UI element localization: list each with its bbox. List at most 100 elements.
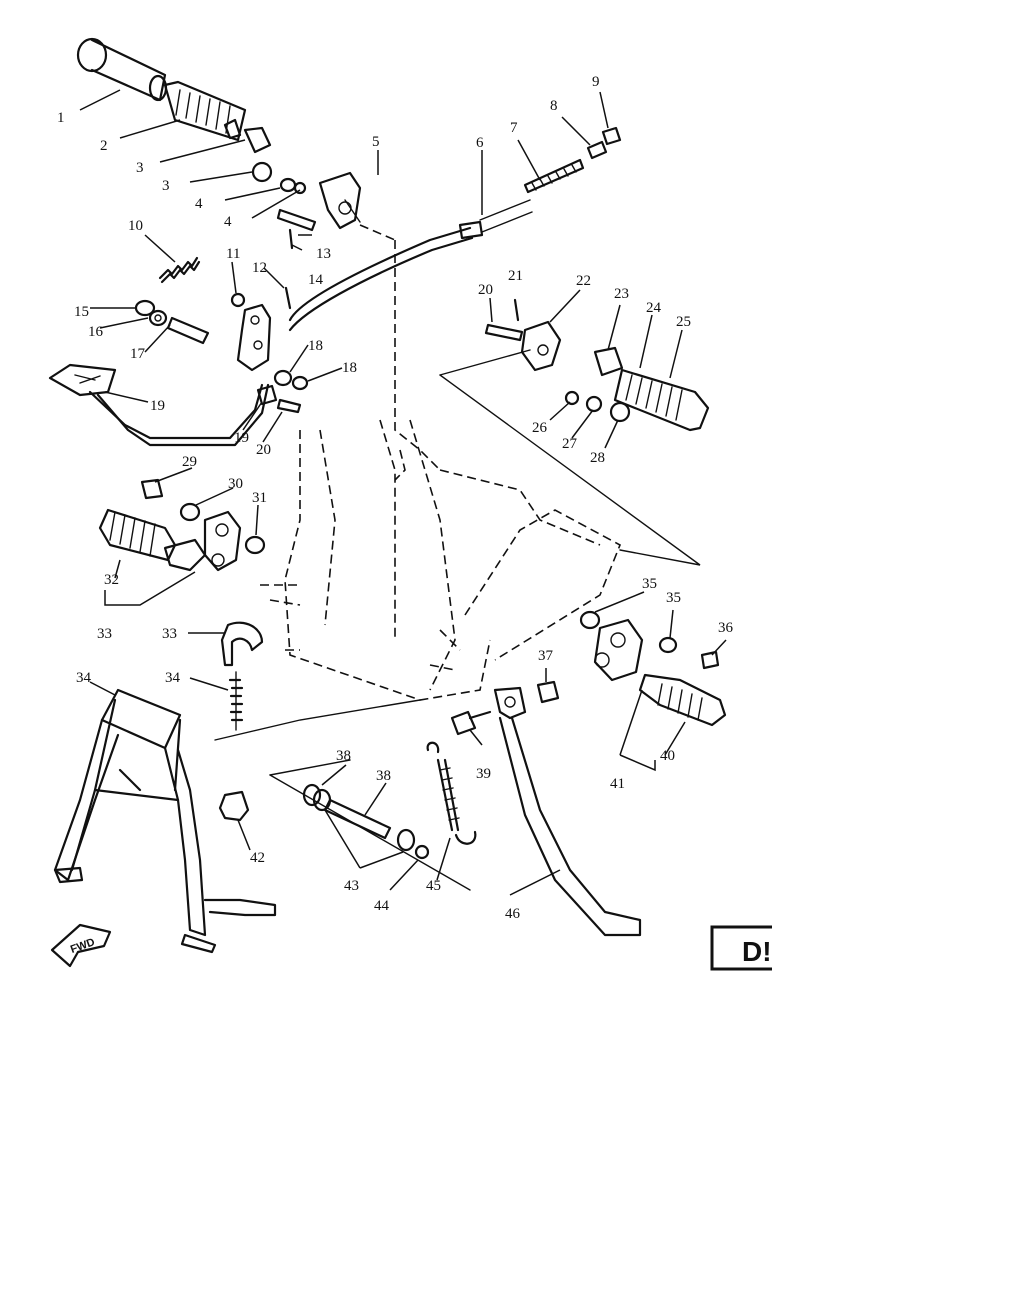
label-41: 43 [344,878,359,894]
label-4-right: 18 [342,360,357,376]
label-21: 22 [576,273,591,289]
adjuster-spring [586,140,608,160]
label-20-right: 36 [718,620,734,636]
label-31: 13 [316,246,331,262]
washer-19-right [658,636,678,654]
brake-pedal [48,363,270,447]
nut-45 [536,680,560,704]
label-35-right: 28 [590,450,605,466]
rear-footrest-left [76,37,247,142]
label-17: 32 [104,572,119,588]
label-45: 37 [538,648,554,664]
center-stand [53,688,277,954]
label-28: 1 [57,110,65,126]
side-stand [493,686,642,937]
pin-32 [288,228,294,250]
label-19-right: 35 [666,590,681,606]
stand-spring-40 [228,671,244,731]
washer-34-right [585,395,603,413]
washer-left [134,299,168,327]
label-46: 45 [426,878,441,894]
front-footrest-left [98,508,207,572]
label-33-right: 26 [532,420,548,436]
washer-33-right [564,390,580,406]
label-25: 20 [478,282,493,298]
rear-footrest-right [613,368,710,432]
washer-19-left [179,502,201,522]
footrest-holder-right [593,618,644,682]
label-23: 25 [676,314,691,330]
label-19-left: 30 [228,476,243,492]
footrest-plate-30 [243,126,272,154]
label-14: 41 [610,776,625,792]
washer-34-left [279,177,307,195]
label-33-left: 4 [224,214,232,230]
front-footrest-right [638,673,727,727]
washer-18-left [244,535,266,555]
label-40: 34 [165,670,181,686]
return-spring [158,256,201,284]
label-4-left: 15 [74,304,89,320]
adjuster-nut [601,126,622,146]
rear-footrest-bracket-left [318,171,362,230]
label-34-right: 27 [562,436,578,452]
label-7: 19 [234,430,249,446]
washer-41-38 [396,828,430,860]
callout-labels: 1 2 3 3 4 4 5 6 7 8 9 10 11 12 13 14 15 … [57,74,734,922]
footrest-holder-left [203,510,242,572]
fwd-arrow-icon: FWD [50,923,112,968]
leader-lines [79,89,727,896]
brake-pivot-bracket [236,303,272,372]
label-1: 19 [150,398,165,414]
label-29: 2 [100,138,108,154]
label-36: 34 [76,670,92,686]
label-9: 11 [226,246,240,262]
label-39: 33 [162,626,177,642]
bushing-35-right [609,401,631,423]
label-2: 17 [130,346,146,362]
label-30: 3 [136,160,144,176]
label-35-left: 3 [162,178,170,194]
label-5: 10 [128,218,143,234]
label-32: 14 [308,272,324,288]
label-18-right: 35 [642,576,657,592]
label-6: 20 [256,442,271,458]
label-16: 33 [97,626,112,642]
label-37: 38 [376,768,391,784]
bolt-44 [450,710,492,736]
label-24: 23 [614,286,629,302]
bolt-6-nut-7 [256,384,302,414]
section-badge: D! [710,925,784,971]
label-42: 42 [250,850,265,866]
bolt-20-left [140,478,164,500]
pivot-pin [166,316,210,345]
clip-9 [230,292,246,308]
stopper-42 [218,790,250,822]
side-stand-spring-46 [426,741,477,845]
label-12: 9 [592,74,600,90]
brake-rod [288,199,533,332]
cotter-pin-10 [284,286,292,310]
fwd-label: FWD [69,936,97,956]
label-8: 6 [476,135,484,151]
label-26: 21 [508,268,523,284]
label-20-left: 29 [182,454,197,470]
label-18-left: 31 [252,490,267,506]
plate-24 [593,346,624,377]
bolt-20-right [700,650,720,670]
brake-rod-thread [523,158,585,194]
reference-lines [214,199,701,891]
label-34-left: 4 [195,196,203,212]
label-10: 12 [252,260,267,276]
washer-right [273,369,309,391]
label-15: 40 [660,748,675,764]
bolt-31 [276,208,317,232]
stand-shaft-37 [302,783,392,840]
washer-18-right [579,610,601,630]
label-43: 46 [505,906,521,922]
pin-26 [513,298,520,322]
label-38-bottom: 44 [374,898,390,914]
label-13: 8 [550,98,558,114]
bushing-35-left [251,161,273,183]
